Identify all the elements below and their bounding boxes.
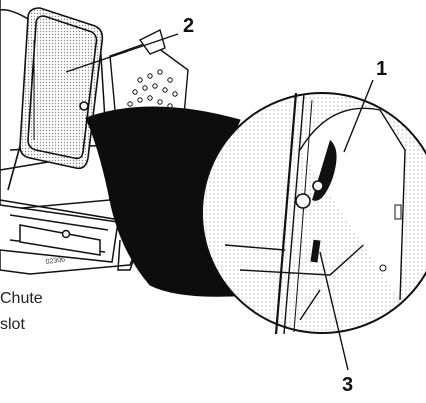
magnified-detail xyxy=(201,92,426,335)
callout-three: 3 xyxy=(342,374,354,396)
screw-icon xyxy=(295,193,311,209)
callout-one: 1 xyxy=(376,58,388,80)
callout-two: 2 xyxy=(183,15,195,37)
legend-chute: Chute xyxy=(0,290,43,307)
svg-text:02306: 02306 xyxy=(45,256,65,266)
part-code-tag: 02306 xyxy=(45,256,65,266)
leader-lines xyxy=(65,33,374,371)
legend-slot: slot xyxy=(0,316,25,333)
chute-frame xyxy=(7,7,104,191)
slot-mark xyxy=(310,239,321,263)
